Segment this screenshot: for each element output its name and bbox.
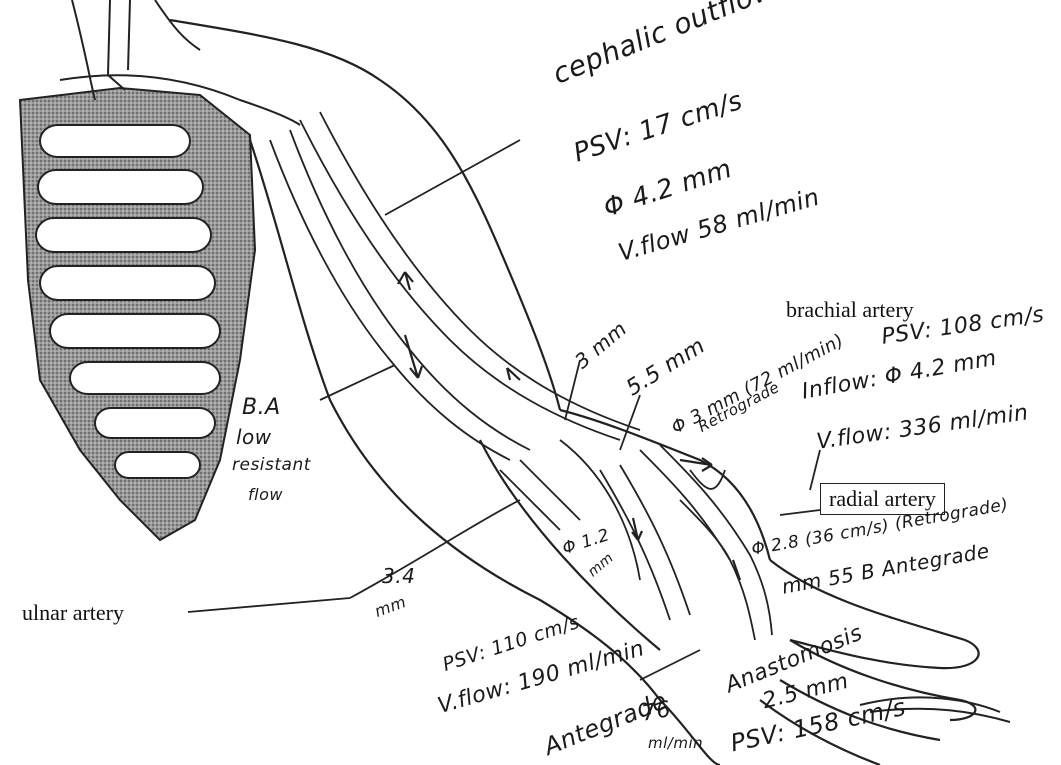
ba-note-line1: B.A — [242, 395, 281, 420]
antegrade-unit: ml/min — [648, 734, 703, 752]
ba-note-line2: low — [236, 425, 272, 449]
ba-note-line3: resistant — [232, 455, 311, 475]
brachial-artery-label: brachial artery — [786, 297, 914, 323]
ba-note-line4: flow — [248, 485, 283, 504]
antegrade-value: 76 — [640, 697, 673, 727]
ulnar-artery-label: ulnar artery — [22, 600, 124, 626]
rib-cage — [20, 88, 255, 540]
ulnar-diameter-value: 3.4 — [382, 564, 415, 588]
